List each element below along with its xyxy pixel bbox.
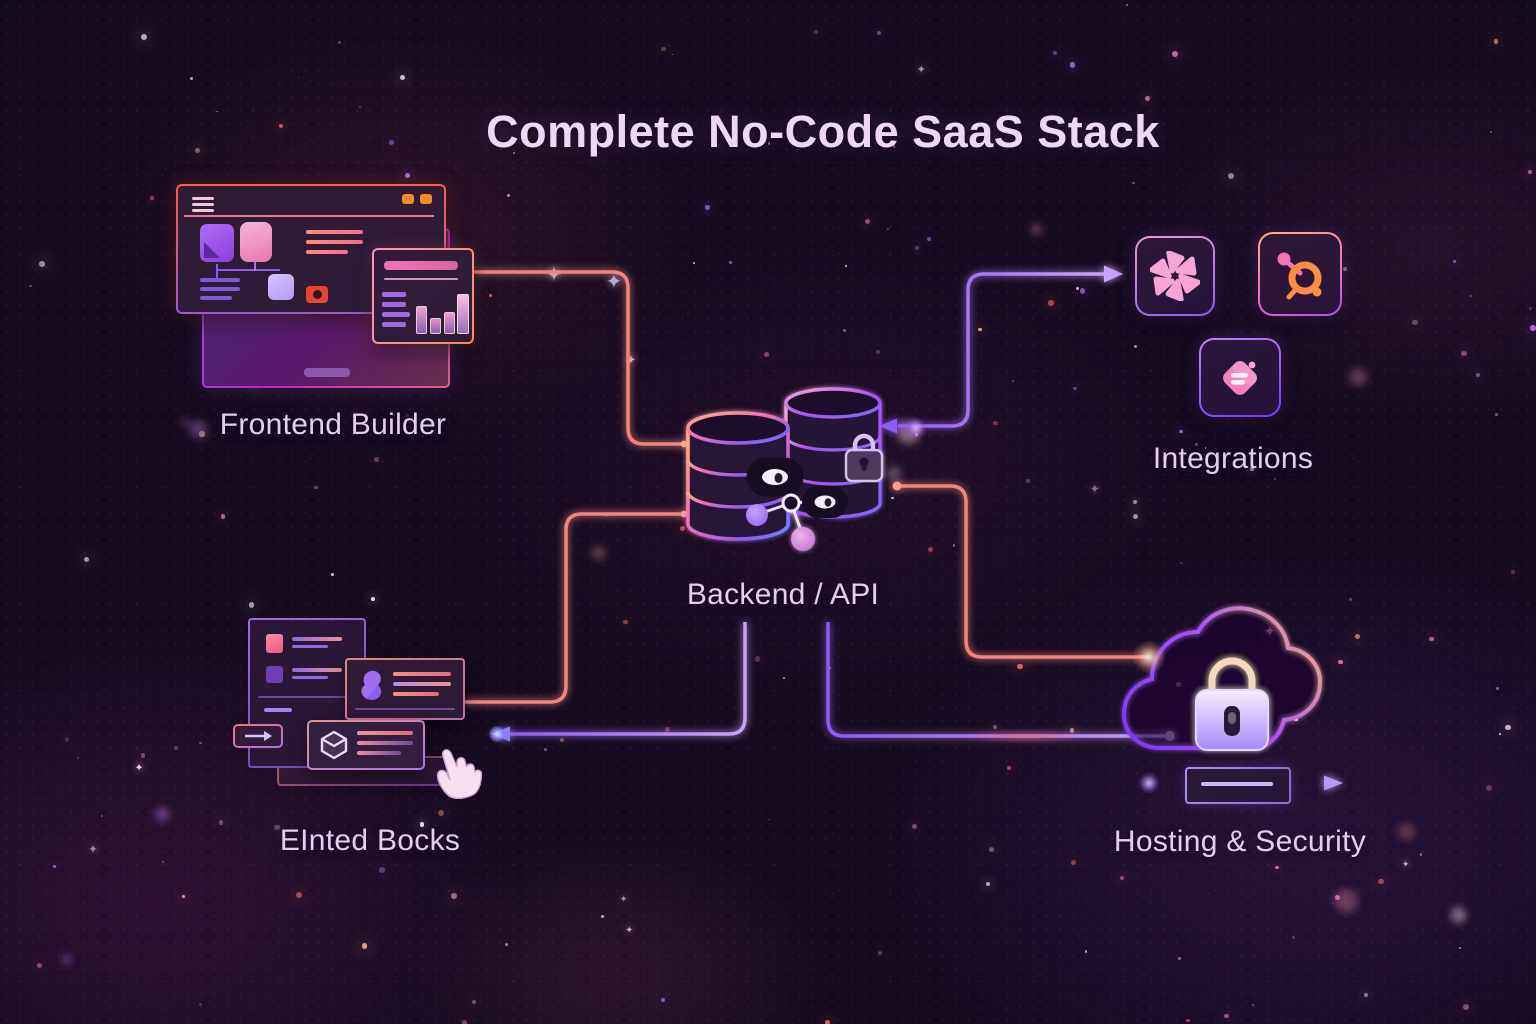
connector-backend-to-cloud-salmon xyxy=(897,484,1148,659)
database-cylinders-illustration xyxy=(686,387,884,551)
canvas-block-pink xyxy=(240,222,272,262)
integration-tile xyxy=(1199,338,1281,417)
header-divider xyxy=(184,215,434,217)
legend-line xyxy=(382,292,406,297)
connector-backend-to-hosting-lock xyxy=(826,622,1167,738)
panel-divider xyxy=(355,708,455,710)
bell-icon xyxy=(361,670,382,700)
arrowhead-right-icon xyxy=(1104,265,1123,283)
legend-line xyxy=(382,312,410,317)
text-line xyxy=(393,672,451,676)
canvas-block-purple xyxy=(200,224,234,262)
text-line xyxy=(264,708,292,712)
label-hosting-security: Hosting & Security xyxy=(1113,825,1367,858)
wire-line xyxy=(254,262,256,271)
text-line xyxy=(306,250,348,254)
embed-block-card xyxy=(307,720,425,770)
integration-tile xyxy=(1258,232,1342,316)
text-line xyxy=(357,751,401,755)
text-line xyxy=(292,637,342,641)
connector-endpoint-dot xyxy=(892,481,902,491)
chart-bar xyxy=(457,294,469,334)
panel-header-bar xyxy=(384,261,458,270)
text-line xyxy=(393,682,451,686)
list-thumb xyxy=(266,666,283,683)
arrow-button-chip xyxy=(233,724,283,748)
text-line xyxy=(357,731,413,735)
cloud-lock-illustration xyxy=(1121,606,1323,751)
page-title: Complete No-Code SaaS Stack xyxy=(486,106,1160,158)
label-backend-api: Backend / API xyxy=(686,578,880,611)
address-bar-line xyxy=(1201,782,1273,787)
chart-bar xyxy=(444,312,455,334)
pinwheel-app-icon xyxy=(1150,251,1200,301)
panel-divider xyxy=(258,696,354,698)
notification-card xyxy=(345,658,465,720)
text-line xyxy=(357,741,413,745)
label-integrations: Integrations xyxy=(1152,442,1314,475)
text-line xyxy=(200,278,240,282)
window-footer-tab xyxy=(304,368,350,377)
text-line xyxy=(200,287,240,291)
text-line xyxy=(292,668,342,672)
chart-bar xyxy=(416,306,427,334)
text-line xyxy=(306,240,363,244)
text-line xyxy=(292,645,328,649)
address-bar xyxy=(1185,767,1291,804)
legend-line xyxy=(382,322,406,327)
canvas-block-light xyxy=(268,274,294,300)
chart-bar xyxy=(430,318,441,334)
media-chip xyxy=(306,286,328,303)
bar-chart-panel xyxy=(372,248,474,344)
arrowhead-left-icon xyxy=(491,726,510,742)
text-line xyxy=(292,676,328,680)
text-line xyxy=(200,296,232,300)
integration-tile xyxy=(1135,236,1215,316)
label-embed-blocks: EInted Bocks xyxy=(279,824,461,857)
cube-icon xyxy=(320,730,348,760)
legend-line xyxy=(382,302,406,307)
label-frontend-builder: Frontend Builder xyxy=(219,408,447,441)
text-line xyxy=(393,692,439,696)
arrowhead-right-icon xyxy=(1324,775,1343,791)
wire-line xyxy=(216,269,280,271)
connector-frontend-to-backend xyxy=(474,270,684,446)
list-thumb xyxy=(266,634,283,653)
arrow-right-icon xyxy=(245,731,272,741)
connector-backend-to-integrations xyxy=(898,272,1104,428)
panel-divider xyxy=(384,278,458,280)
text-line xyxy=(306,230,363,234)
hubspot-app-icon xyxy=(1277,252,1322,300)
stack-app-icon xyxy=(1223,360,1257,395)
connector-backend-to-embed-arrow xyxy=(510,622,747,736)
